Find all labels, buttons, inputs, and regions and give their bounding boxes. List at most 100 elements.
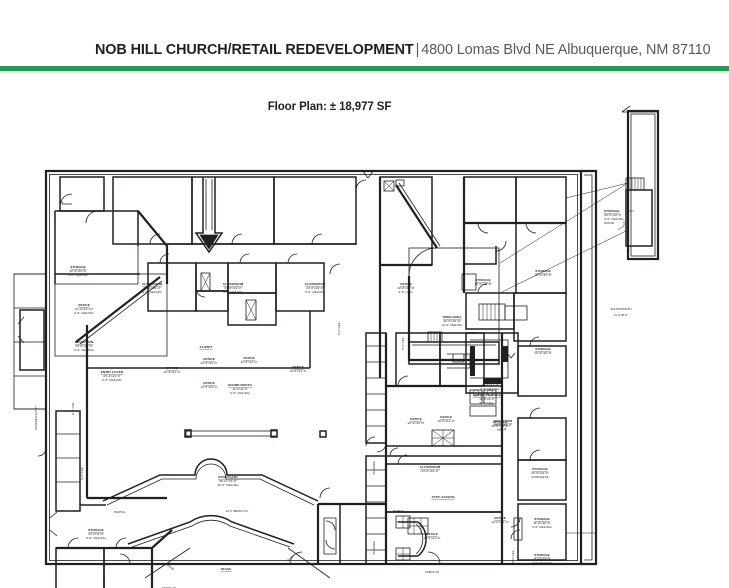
plan-annotation: PARTIAL	[114, 510, 126, 514]
annotation-label-group: COVERED ENTRY 9'-6" CEIL. 9'-6" CEIL. 9'-6"…	[34, 307, 632, 588]
room-name: STORAGE	[88, 528, 104, 532]
room-dimensions: 10'-6"x11'-0"	[163, 370, 180, 374]
room-ceiling-note: TILE	[500, 427, 507, 431]
kitchen-restroom-block	[465, 332, 567, 564]
room-name: RECEPTION	[75, 340, 94, 344]
room-ceiling-note: 9'-6" CEILING	[305, 290, 325, 294]
room-name: STORAGE	[534, 553, 550, 557]
classroom-row-north	[112, 176, 357, 254]
room-ceiling-note: 9'-6" CEIL.	[480, 401, 495, 405]
room-dimensions: 11'-0"x10'-0"	[533, 557, 550, 561]
room-dimensions: 23'-0"x19'-4"	[224, 286, 242, 290]
room-dimensions: 23'-0"x19'-4"	[306, 286, 324, 290]
title-separator: |	[415, 42, 420, 58]
room-name: ENTRY FOYER	[101, 370, 124, 374]
southwest-rooms	[55, 529, 173, 588]
room-name: SOUND BOOTH	[228, 383, 252, 387]
callout-ceiling-note: 9'-6" CEILING	[604, 217, 624, 221]
room-label: STAGE	[221, 567, 232, 571]
room-dimensions: 20'-0"x19'-0"	[531, 471, 549, 475]
room-name: OFFICE	[400, 282, 412, 286]
room-name: CLASSROOM	[420, 465, 441, 469]
room-dimensions: 11'-6"x9'-0"	[479, 397, 495, 401]
room-name: OFFICE	[78, 303, 90, 307]
room-dimensions: 12'-6"x10'-0"	[534, 351, 552, 355]
room-name: SANCTUARY	[218, 475, 239, 479]
room-name: STORAGE	[532, 467, 548, 471]
room-dimensions: 23'-4"x21'-6"	[103, 374, 121, 378]
room-ceiling-note: 9'-6" CEILING	[86, 536, 106, 540]
plan-annotation: 12'-0" BENCH ST.	[226, 509, 249, 513]
room-name: OFFICE	[203, 381, 215, 385]
storage-sound-booth-callout	[499, 105, 660, 294]
sanctuary-space	[85, 311, 331, 579]
room-dimensions: 10'-0"x10'-0"	[494, 423, 512, 427]
room-name: STORAGE	[475, 278, 491, 282]
plan-annotation: 9'-6" CEIL.	[80, 466, 84, 480]
room-ceiling-note: 9'-6" CEILING	[68, 273, 88, 277]
plan-annotation: STORAGE	[372, 541, 376, 555]
project-name: NOB HILL CHURCH/RETAIL REDEVELOPMENT	[95, 42, 414, 58]
floor-plan-drawing: .w-heavy { fill:none; stroke:#231f20; st…	[0, 78, 729, 588]
covered-entry-area	[13, 273, 47, 410]
room-name: ATTIC ACCESS	[431, 495, 454, 499]
plan-annotation: COVERED ENTRY	[34, 406, 38, 430]
room-ceiling-note: 9'-6" CEILING	[142, 290, 162, 294]
callout-dimensions: 20'-0"x10'-0"	[604, 213, 622, 217]
room-dimensions: 12'-6"x10'-0"	[534, 273, 552, 277]
plan-annotation: STEPS UP	[162, 586, 176, 588]
room-dimensions: 12'-2"x10'-0"	[407, 421, 425, 425]
callout-name: STORAGE	[604, 209, 620, 213]
room-dimensions: 96'-0"x74'-0"	[219, 479, 237, 483]
room-ceiling-note: 9'-6" CEILING	[532, 525, 552, 529]
room-name: OFFICE	[292, 365, 304, 369]
room-name: OFFICE	[426, 532, 438, 536]
plan-annotation: SOUND BOOTH	[610, 307, 631, 311]
room-ceiling-note: 9'-6" CEILING	[532, 561, 552, 565]
room-dimensions: 10'-0"x11'-0"	[491, 520, 508, 524]
room-name: CLASSROOM	[305, 282, 326, 286]
room-dimensions: 19'-6"x10'-8"	[75, 344, 93, 348]
room-name: STORAGE	[535, 347, 551, 351]
room-name: OPEN AREA	[443, 315, 462, 319]
northwest-rooms	[54, 176, 169, 357]
room-name: KITCHEN	[493, 420, 508, 424]
room-label: CLOSET	[200, 345, 213, 349]
southeast-classroom-block	[384, 332, 503, 564]
room-dimensions: 10'-0"x11'-0"	[437, 419, 454, 423]
room-ceiling-note: 9'-6" CEILING	[223, 290, 243, 294]
room-ceiling-note: 9'-6" CEILING	[230, 391, 250, 395]
plan-annotation: 9'-6" CEIL.	[71, 401, 75, 415]
room-dimensions: 20'-6"x6'-6"	[88, 532, 104, 536]
plan-annotation: RAMP	[166, 563, 175, 571]
room-ceiling-note: 19'-0" CEILING	[217, 483, 239, 487]
misc-door-symbols	[37, 169, 441, 565]
room-name: STORAGE	[535, 269, 551, 273]
room-ceiling-note: 14'-0" CEILING	[441, 323, 463, 327]
room-name: STORAGE	[534, 517, 550, 521]
plan-annotation: 11'-6"x8'-0"	[614, 313, 628, 317]
room-dimensions: 10'-6"x11'-0"	[200, 385, 217, 389]
central-office-cluster	[147, 253, 325, 326]
room-name: OFFICE	[440, 415, 452, 419]
